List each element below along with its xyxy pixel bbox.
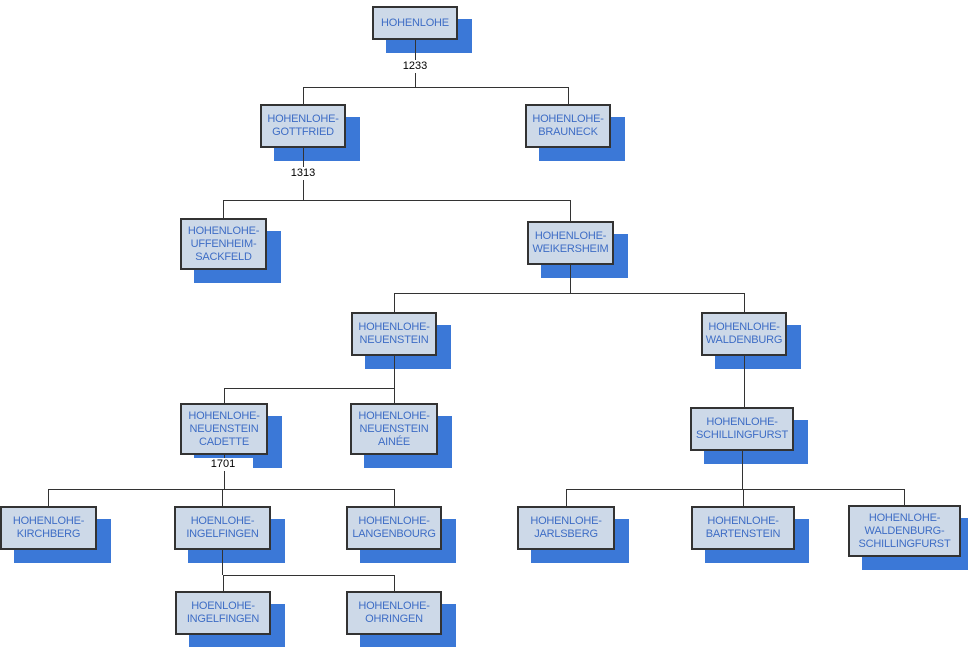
tree-node-neuenstein-cadette: HOHENLOHE- NEUENSTEIN CADETTE: [180, 403, 282, 468]
tree-node-box-bartenstein[interactable]: HOHENLOHE- BARTENSTEIN: [691, 506, 795, 550]
connector-line: [394, 356, 395, 388]
tree-node-jarlsberg: HOHENLOHE- JARLSBERG: [517, 506, 629, 563]
connector-line: [744, 293, 745, 312]
tree-node-hohenlohe: HOHENLOHE: [372, 6, 472, 53]
connector-line: [570, 200, 571, 221]
connector-line: [744, 356, 745, 407]
edge-label-1701: 1701: [193, 458, 253, 471]
tree-node-box-ingelfingen-2[interactable]: HOENLOHE- INGELFINGEN: [175, 591, 271, 635]
connector-line: [222, 489, 223, 506]
tree-node-waldenburg: HOHENLOHE- WALDENBURG: [701, 312, 801, 369]
connector-line: [394, 489, 395, 506]
tree-node-neuenstein: HOHENLOHE- NEUENSTEIN: [351, 312, 451, 369]
tree-node-schillingfurst: HOHENLOHE- SCHILLINGFURST: [690, 407, 808, 464]
tree-node-waldenburg-schillingfurst: HOHENLOHE- WALDENBURG- SCHILLINGFURST: [848, 505, 968, 570]
tree-node-box-ohringen[interactable]: HOHENLOHE- OHRINGEN: [346, 591, 442, 635]
connector-line: [394, 293, 745, 294]
connector-line: [566, 489, 567, 506]
tree-node-box-neuenstein[interactable]: HOHENLOHE- NEUENSTEIN: [351, 312, 437, 356]
tree-node-ingelfingen-2: HOENLOHE- INGELFINGEN: [175, 591, 285, 647]
tree-node-box-uffenheim-sackfeld[interactable]: HOHENLOHE- UFFENHEIM- SACKFELD: [180, 218, 267, 270]
connector-line: [223, 200, 224, 218]
tree-node-neuenstein-ainee: HOHENLOHE- NEUENSTEIN AINÉE: [350, 403, 452, 468]
tree-node-box-waldenburg[interactable]: HOHENLOHE- WALDENBURG: [701, 312, 787, 356]
tree-node-box-langenbourg[interactable]: HOHENLOHE- LANGENBOURG: [346, 506, 442, 550]
connector-line: [743, 489, 744, 506]
connector-line: [223, 575, 395, 576]
connector-line: [303, 87, 569, 88]
connector-line: [742, 451, 743, 489]
tree-node-brauneck: HOHENLOHE- BRAUNECK: [525, 104, 625, 161]
tree-node-gottfried: HOHENLOHE- GOTTFRIED: [260, 104, 360, 161]
tree-node-box-neuenstein-cadette[interactable]: HOHENLOHE- NEUENSTEIN CADETTE: [180, 403, 268, 455]
connector-line: [570, 265, 571, 293]
tree-node-ingelfingen: HOENLOHE- INGELFINGEN: [174, 506, 285, 563]
tree-node-box-brauneck[interactable]: HOHENLOHE- BRAUNECK: [525, 104, 611, 148]
connector-line: [223, 200, 571, 201]
tree-node-box-hohenlohe[interactable]: HOHENLOHE: [372, 6, 458, 40]
tree-node-box-schillingfurst[interactable]: HOHENLOHE- SCHILLINGFURST: [690, 407, 794, 451]
connector-line: [224, 455, 225, 489]
connector-line: [223, 575, 224, 591]
connector-line: [568, 87, 569, 104]
tree-node-box-kirchberg[interactable]: HOHENLOHE- KIRCHBERG: [0, 506, 97, 550]
connector-line: [48, 489, 395, 490]
connector-line: [904, 489, 905, 505]
tree-node-langenbourg: HOHENLOHE- LANGENBOURG: [346, 506, 456, 563]
connector-line: [394, 575, 395, 591]
tree-node-box-waldenburg-schillingfurst[interactable]: HOHENLOHE- WALDENBURG- SCHILLINGFURST: [848, 505, 961, 557]
tree-node-box-neuenstein-ainee[interactable]: HOHENLOHE- NEUENSTEIN AINÉE: [350, 403, 438, 455]
connector-line: [566, 489, 905, 490]
connector-line: [222, 550, 223, 575]
connector-line: [394, 388, 395, 403]
connector-line: [303, 87, 304, 104]
tree-node-kirchberg: HOHENLOHE- KIRCHBERG: [0, 506, 111, 563]
tree-node-ohringen: HOHENLOHE- OHRINGEN: [346, 591, 456, 647]
edge-label-1313: 1313: [273, 167, 333, 180]
connector-line: [224, 388, 225, 403]
tree-node-uffenheim-sackfeld: HOHENLOHE- UFFENHEIM- SACKFELD: [180, 218, 281, 283]
tree-node-weikersheim: HOHENLOHE- WEIKERSHEIM: [527, 221, 628, 278]
connector-line: [224, 388, 395, 389]
tree-node-bartenstein: HOHENLOHE- BARTENSTEIN: [691, 506, 809, 563]
tree-node-box-weikersheim[interactable]: HOHENLOHE- WEIKERSHEIM: [527, 221, 614, 265]
connector-line: [48, 489, 49, 506]
tree-node-box-gottfried[interactable]: HOHENLOHE- GOTTFRIED: [260, 104, 346, 148]
edge-label-1233: 1233: [385, 60, 445, 73]
tree-node-box-ingelfingen[interactable]: HOENLOHE- INGELFINGEN: [174, 506, 271, 550]
connector-line: [394, 293, 395, 312]
tree-node-box-jarlsberg[interactable]: HOHENLOHE- JARLSBERG: [517, 506, 615, 550]
